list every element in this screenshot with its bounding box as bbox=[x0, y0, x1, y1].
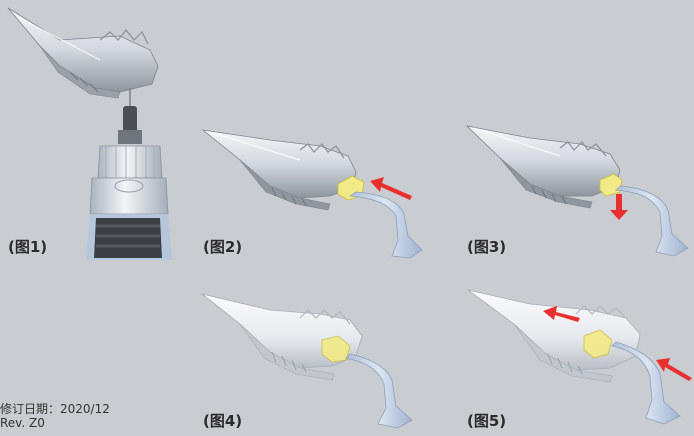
figure-4 bbox=[201, 293, 413, 429]
red-arrow bbox=[370, 177, 412, 200]
handpiece bbox=[86, 106, 172, 260]
sheath bbox=[465, 125, 621, 209]
figure-1 bbox=[7, 7, 172, 260]
insert-yellow bbox=[321, 335, 351, 363]
tweezer-tool bbox=[611, 341, 681, 425]
tweezer-tool bbox=[615, 185, 689, 257]
insert-yellow bbox=[599, 173, 623, 197]
figure-5-label: (图5) bbox=[467, 412, 507, 430]
insert-yellow bbox=[583, 329, 613, 359]
figure-3 bbox=[465, 125, 689, 257]
figure-5 bbox=[467, 289, 692, 425]
red-arrow-left bbox=[543, 306, 580, 322]
figure-3-label: (图3) bbox=[467, 238, 507, 256]
tweezer-tool bbox=[345, 353, 413, 429]
revision-date: 修订日期：2020/12 bbox=[0, 402, 110, 416]
revision-note: 修订日期：2020/12 Rev. Z0 bbox=[0, 402, 110, 430]
sheath-transparent bbox=[467, 289, 641, 383]
sheath bbox=[201, 129, 357, 211]
figure-2 bbox=[201, 129, 423, 259]
sheath bbox=[7, 7, 159, 99]
figure-4-label: (图4) bbox=[203, 412, 243, 430]
revision-number: Rev. Z0 bbox=[0, 416, 45, 430]
red-arrow-right bbox=[656, 358, 692, 381]
red-arrow bbox=[610, 194, 628, 220]
figure-1-label: (图1) bbox=[8, 238, 48, 256]
tweezer-tool bbox=[348, 191, 423, 259]
figure-2-label: (图2) bbox=[203, 238, 243, 256]
